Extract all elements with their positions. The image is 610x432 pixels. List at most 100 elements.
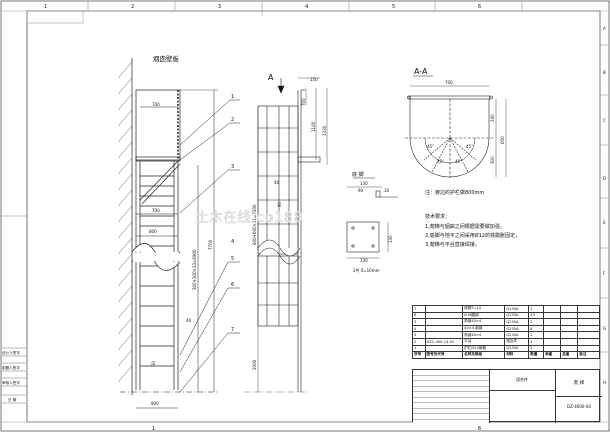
top-ruler xyxy=(1,1,609,423)
bom-cell-code xyxy=(424,344,464,353)
svg-text:1100: 1100 xyxy=(311,121,316,132)
bom-cell-name: 角钢40×4 xyxy=(462,331,506,339)
svg-text:30: 30 xyxy=(151,360,156,366)
svg-text:1: 1 xyxy=(44,4,47,10)
svg-text:6: 6 xyxy=(478,426,481,432)
svg-text:150: 150 xyxy=(310,77,318,82)
svg-text:300: 300 xyxy=(490,156,495,164)
bom-cell-name: 平台 xyxy=(462,337,506,346)
svg-text:40: 40 xyxy=(274,180,280,185)
bom-cell-qty: 8 xyxy=(528,324,545,333)
bom-header-cell: 序号 xyxy=(412,351,426,359)
front-view xyxy=(244,77,328,393)
bom-cell-name: 40×4 扁钢 xyxy=(462,324,506,333)
bom-cell-code: DZC-400-13-01 xyxy=(424,337,464,346)
svg-text:45°: 45° xyxy=(466,144,473,149)
svg-text:B: B xyxy=(603,70,606,75)
svg-text:日 期: 日 期 xyxy=(8,397,17,402)
svg-text:800: 800 xyxy=(151,401,159,406)
bom-cell-name: 角钢40×4 xyxy=(462,318,506,326)
title-block: 组合件 爬 梯 DZ-4000-04 xyxy=(412,369,602,423)
svg-text:700: 700 xyxy=(301,98,306,106)
svg-text:5: 5 xyxy=(231,256,234,262)
bom-cell-qty: 2 xyxy=(528,318,545,326)
svg-text:700: 700 xyxy=(152,208,160,213)
section-aa-title: A-A xyxy=(414,67,428,76)
bom-cell-qty: 5 xyxy=(528,344,545,353)
bom-cell-name: 底脚T=10 xyxy=(462,305,506,313)
svg-text:1,爬梯与烟囱之间根据需要做加强，: 1,爬梯与烟囱之间根据需要做加强， xyxy=(425,223,505,230)
svg-text:1: 1 xyxy=(231,94,234,100)
drawing-name: 爬 梯 xyxy=(556,370,602,397)
bom-cell-qty: 2 xyxy=(528,305,545,313)
svg-text:7: 7 xyxy=(231,327,234,333)
bom-header-cell: 数量 xyxy=(528,351,545,359)
revision-grid xyxy=(413,370,490,423)
bom-cell-no: 2 xyxy=(412,337,426,346)
svg-text:700: 700 xyxy=(152,102,160,107)
column-labels: 1 2 3 4 5 6 1 6 xyxy=(44,4,481,432)
bom-cell-no: 3 xyxy=(412,331,426,339)
side-view xyxy=(117,58,240,409)
svg-text:4: 4 xyxy=(305,4,308,10)
bom-cell-qty: 33 xyxy=(528,311,545,320)
svg-text:2: 2 xyxy=(231,117,234,123)
bom-header-cell: 总重 xyxy=(560,351,579,359)
svg-text:3,爬梯与平台直接焊接。: 3,爬梯与平台直接焊接。 xyxy=(425,241,480,248)
svg-text:3: 3 xyxy=(231,164,234,170)
drawing-number: DZ-4000-04 xyxy=(567,403,591,409)
svg-text:700: 700 xyxy=(445,80,453,85)
bom-cell-mat: Q235A xyxy=(504,305,530,313)
callouts: 1 2 3 4 5 6 7 xyxy=(231,94,234,333)
bom-header-cell: 材料 xyxy=(504,351,530,359)
svg-text:90: 90 xyxy=(358,188,364,193)
svg-text:45°: 45° xyxy=(437,159,444,164)
aa-note: 注：旁边的护栏做800mm xyxy=(425,189,484,196)
bom-cell-mat: 组合件 xyxy=(504,337,530,346)
svg-text:技术要求：: 技术要求： xyxy=(425,213,450,220)
bom-header-cell: 备注 xyxy=(577,351,600,359)
svg-text:90: 90 xyxy=(277,201,282,207)
svg-text:2件 δ=10mm: 2件 δ=10mm xyxy=(353,267,380,273)
svg-text:1: 1 xyxy=(152,426,155,432)
svg-text:300+300×23=6900: 300+300×23=6900 xyxy=(192,249,197,290)
tech-requirements: 技术要求： 1,爬梯与烟囱之间根据需要做加强， 2,底脚与地平之间采用Ø12的铁… xyxy=(425,213,520,248)
bom-cell-code xyxy=(424,324,464,333)
svg-text:340: 340 xyxy=(490,114,495,122)
svg-text:H: H xyxy=(603,380,606,385)
section-aa xyxy=(405,75,507,178)
bom-cell-no: 4 xyxy=(412,324,426,333)
svg-text:4: 4 xyxy=(231,239,234,245)
svg-text:F: F xyxy=(603,271,606,276)
svg-text:10: 10 xyxy=(384,188,390,193)
row-labels: A B C D E F G H xyxy=(603,26,606,385)
bom-cell-no: 7 xyxy=(412,305,426,313)
svg-text:6: 6 xyxy=(231,282,234,288)
inner-frame xyxy=(26,10,601,423)
bom-cell-code xyxy=(424,305,464,313)
svg-text:7700: 7700 xyxy=(208,239,213,250)
svg-text:C: C xyxy=(603,118,606,123)
bom-cell-no: 5 xyxy=(412,318,426,326)
bom-cell-code xyxy=(424,331,464,339)
bom-cell-mat: Q235A xyxy=(504,318,530,326)
svg-text:130: 130 xyxy=(360,181,368,186)
bom-cell-code xyxy=(424,318,464,326)
svg-text:G: G xyxy=(603,326,606,331)
bom-header: 序号图号及代号名称及规格材料数量单重总重备注 xyxy=(412,351,600,359)
bom-cell-qty: 1 xyxy=(528,337,545,346)
bom-header-cell: 图号及代号 xyxy=(424,351,464,359)
svg-text:D: D xyxy=(603,176,606,181)
bom-cell-name: 护栏Ø25钢管 xyxy=(462,344,506,353)
assembly-label: 组合件 xyxy=(489,370,555,391)
svg-text:650: 650 xyxy=(500,136,505,144)
svg-text:审核人签字: 审核人签字 xyxy=(2,380,20,385)
section-marker: A xyxy=(268,73,274,82)
